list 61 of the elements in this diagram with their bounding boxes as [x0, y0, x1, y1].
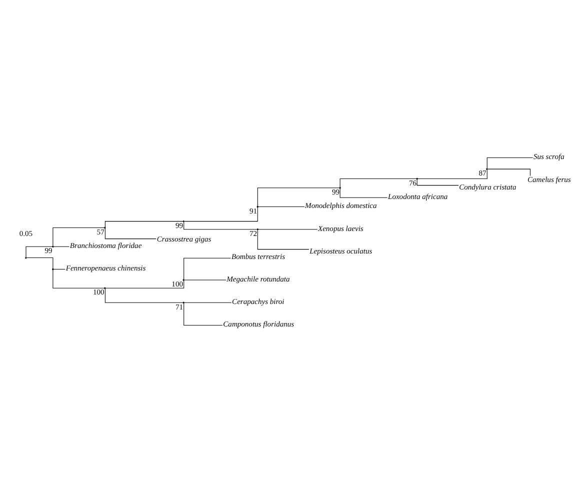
node-point [486, 168, 488, 170]
node-point [52, 246, 54, 248]
connector [258, 206, 305, 208]
connector [418, 169, 488, 180]
connector [184, 302, 232, 303]
node-label: 71 [175, 302, 183, 312]
connector [104, 221, 184, 228]
node-text: Bombus terrestris [232, 252, 286, 261]
node-label: 76 [408, 178, 417, 188]
node-label: 100 [172, 280, 183, 289]
connector [104, 228, 156, 240]
connector [258, 229, 318, 230]
connector [487, 168, 530, 176]
node-text: Megachile rotundata [226, 274, 290, 284]
node-text: Monodelphis domestica [305, 201, 377, 210]
node-label: 99 [44, 246, 52, 256]
node-point [52, 268, 54, 270]
node-point [182, 220, 184, 222]
node-point [25, 257, 27, 259]
node-text: Lepisosteus oculatus [310, 246, 372, 256]
connector [104, 288, 184, 303]
node-point [416, 178, 418, 180]
connector [184, 258, 232, 280]
node-label: 99 [332, 188, 340, 197]
node-text: Xenopus laevis [318, 224, 364, 233]
node-text: Camelus ferus [528, 174, 571, 184]
node-point [182, 279, 184, 281]
label: 0.05 [19, 229, 33, 238]
node-point [256, 228, 258, 230]
node-label: 72 [250, 228, 258, 238]
node-text: Cerapachys biroi [232, 297, 284, 306]
node-point [256, 206, 258, 208]
connector [184, 207, 258, 222]
connector [52, 270, 105, 288]
connector [26, 246, 52, 258]
connector [52, 228, 105, 246]
node-label: 91 [250, 206, 258, 216]
connector [105, 280, 184, 288]
node-label: 57 [96, 227, 104, 236]
node-text: Crassostrea gigas [156, 234, 212, 244]
node-text: Sus scrofa [533, 152, 564, 162]
node-text: Condylura cristata [459, 182, 516, 192]
node-text: Branchiostoma floridae [70, 241, 142, 250]
connector [257, 230, 310, 250]
node-label: 87 [478, 168, 486, 178]
connector [53, 268, 66, 270]
connector [416, 179, 459, 186]
node-label: 100 [93, 288, 104, 297]
node-point [104, 287, 106, 289]
node-text: Loxodonta africana [388, 192, 448, 202]
node-point [182, 302, 184, 304]
node-point [104, 226, 106, 229]
connector [53, 246, 70, 247]
node-label: 99 [175, 220, 183, 230]
node-text: Fenneropenaeus chinensis [66, 264, 146, 273]
connector [26, 257, 54, 269]
node-text: Camponotus floridanus [223, 320, 294, 329]
node-point [339, 187, 341, 189]
connector [486, 157, 534, 169]
connector [184, 222, 258, 230]
connector [184, 302, 223, 326]
